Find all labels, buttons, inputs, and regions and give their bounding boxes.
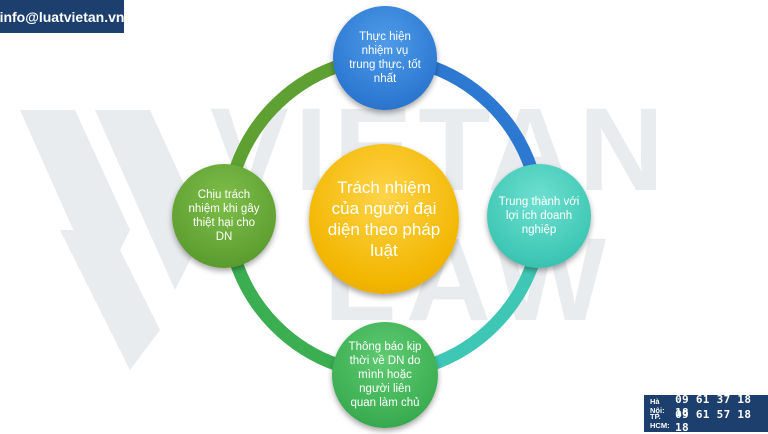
node-bottom-label: Thông báo kịp thời về DN do mình hoặc ng… bbox=[348, 341, 422, 409]
ring-arc-left-top bbox=[229, 57, 352, 175]
hotline-hcm-number[interactable]: 09 61 57 18 18 bbox=[675, 407, 752, 434]
node-timely-notice: Thông báo kịp thời về DN do mình hoặc ng… bbox=[332, 322, 438, 428]
hotline-hanoi-number[interactable]: 09 61 37 18 18 bbox=[675, 392, 752, 419]
hotline-hcm-label: TP. HCM: bbox=[650, 411, 670, 430]
ring-arc-right-bottom bbox=[423, 253, 541, 372]
node-top-label: Thực hiện nhiệm vụ trung thực, tốt nhất bbox=[349, 31, 421, 85]
node-liability: Chịu trách nhiệm khi gây thiệt hại cho D… bbox=[172, 164, 276, 268]
email-badge[interactable]: info@luatvietan.vn bbox=[0, 0, 124, 33]
node-center-title: Trách nhiệm của người đại diện theo pháp… bbox=[309, 144, 459, 294]
ring-arc-bottom-left bbox=[229, 255, 345, 372]
node-left-label: Chịu trách nhiệm khi gây thiệt hại cho D… bbox=[188, 189, 260, 243]
center-label: Trách nhiệm của người đại diện theo pháp… bbox=[327, 178, 441, 260]
node-right-label: Trung thành với lợi ích doanh nghiệp bbox=[498, 196, 580, 236]
hotline-badge[interactable]: Hà Nội: 09 61 37 18 18 TP. HCM: 09 61 57… bbox=[644, 393, 768, 434]
hotline-row-hcm: TP. HCM: 09 61 57 18 18 bbox=[650, 408, 762, 434]
hotline-hanoi-label: Hà Nội: bbox=[650, 396, 665, 415]
hotline-row-hanoi: Hà Nội: 09 61 37 18 18 bbox=[650, 393, 762, 419]
node-honest-duty: Thực hiện nhiệm vụ trung thực, tốt nhất bbox=[333, 6, 437, 110]
node-loyalty: Trung thành với lợi ích doanh nghiệp bbox=[487, 164, 591, 268]
ring-arc-top-right bbox=[416, 57, 539, 178]
email-text: info@luatvietan.vn bbox=[0, 8, 125, 25]
